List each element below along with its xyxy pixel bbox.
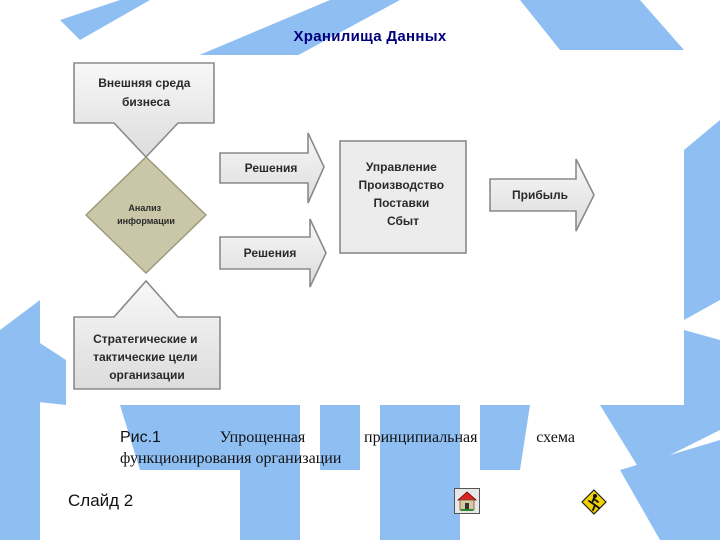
svg-text:Анализ информации: Анализ информации [117,203,175,226]
analysis-diamond [84,156,208,274]
external-env-arrow [73,62,215,159]
slide-title: Хранилища Данных [293,28,447,45]
caption-line-2: функционирования организации [120,450,342,467]
flow-diagram: Внешняя среда бизнеса Анализ информации … [73,62,595,390]
external-env-label-1: Внешняя среда [98,76,190,90]
slide-number: Слайд 2 [68,491,134,510]
decision-top-label: Решения [245,161,298,175]
decision-top-arrow [219,132,325,204]
profit-arrow [489,158,595,232]
svg-text:Стратегические и тактиче: Стратегические и тактические цели органи… [93,332,201,382]
caption-word-3: схема [536,429,575,446]
goals-label-1: Стратегические и [93,332,197,346]
management-box [339,140,467,254]
home-button[interactable] [454,488,480,514]
analysis-label-1: Анализ [128,203,161,213]
svg-text:Управление Производство: Управление Производство Поставки Сбыт [359,160,448,228]
goals-arrow [73,279,221,390]
external-env-label-2: бизнеса [122,95,170,109]
management-label-2: Производство [359,178,445,192]
management-label-4: Сбыт [387,214,419,228]
caption-word-2: принципиальная [364,429,478,446]
figure-caption: Рис.1 Упрощенная принципиальная схема фу… [120,427,575,469]
analysis-label-2: информации [117,216,175,226]
exit-button[interactable] [581,489,607,515]
diagram-figure: Внешняя среда бизнеса Анализ информации … [66,55,684,405]
profit-label: Прибыль [512,188,568,202]
decision-bottom-arrow [219,218,327,288]
caption-fig-number: Рис.1 [120,429,161,446]
exit-runner-icon [581,489,607,515]
goals-label-3: организации [109,368,185,382]
svg-text:Внешняя среда бизнеса: Внешняя среда бизнеса [98,76,194,109]
management-label-1: Управление [366,160,437,174]
caption-word-1: Упрощенная [219,429,306,446]
management-label-3: Поставки [373,196,429,210]
decision-bottom-label: Решения [244,246,297,260]
home-icon [454,488,480,514]
goals-label-2: тактические цели [93,350,197,364]
